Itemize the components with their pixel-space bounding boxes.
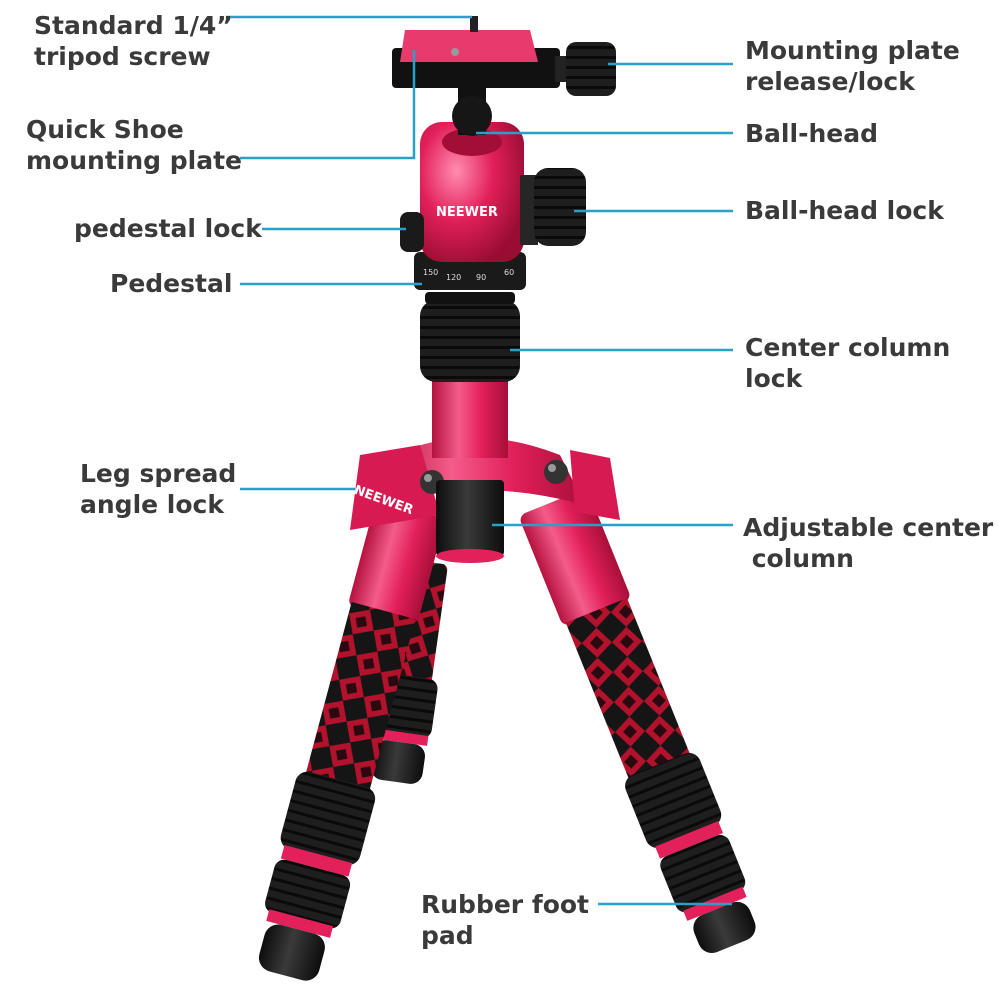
ballhead-lock-knob: [520, 175, 538, 245]
label-center-column: Adjustable center column: [743, 513, 994, 573]
center-column-tube: [436, 480, 504, 556]
leader-lines: [226, 15, 733, 906]
pedestal-lock-knob: [400, 212, 424, 252]
pedestal-dial: 150 120 90 60: [423, 268, 514, 282]
ball: [452, 96, 492, 136]
tripod-illustration: NEEWER 150 120 90 60 NEEWER: [258, 16, 756, 981]
column-collar: [432, 378, 508, 458]
label-ballhead-lock: Ball-head lock: [745, 196, 944, 225]
label-pedestal-lock: pedestal lock: [74, 214, 262, 243]
label-rubber-foot: Rubber foot pad: [421, 890, 590, 950]
label-leg-spread: Leg spread angle lock: [80, 459, 237, 519]
leg-lock-screw-right: [544, 460, 568, 484]
label-center-column-lock: Center column lock: [745, 333, 951, 393]
quick-shoe-plate: [400, 30, 538, 62]
svg-text:90: 90: [476, 273, 486, 282]
svg-text:150: 150: [423, 268, 438, 277]
head-brand-logo: NEEWER: [436, 205, 498, 220]
left-leg: [258, 501, 444, 981]
label-pedestal: Pedestal: [110, 269, 233, 298]
leader-quick-shoe: [240, 50, 416, 160]
label-quick-shoe: Quick Shoe mounting plate: [26, 115, 242, 175]
right-leg-lock: [570, 450, 620, 520]
label-mount-release: Mounting plate release/lock: [745, 36, 960, 96]
svg-text:60: 60: [504, 268, 514, 277]
center-column-lock: [420, 300, 520, 382]
svg-text:120: 120: [446, 273, 461, 282]
ballhead-body: [420, 122, 524, 262]
label-tripod-screw: Standard 1/4” tripod screw: [34, 11, 233, 71]
label-ballhead: Ball-head: [745, 119, 878, 148]
left-leg-lock: [350, 445, 440, 530]
